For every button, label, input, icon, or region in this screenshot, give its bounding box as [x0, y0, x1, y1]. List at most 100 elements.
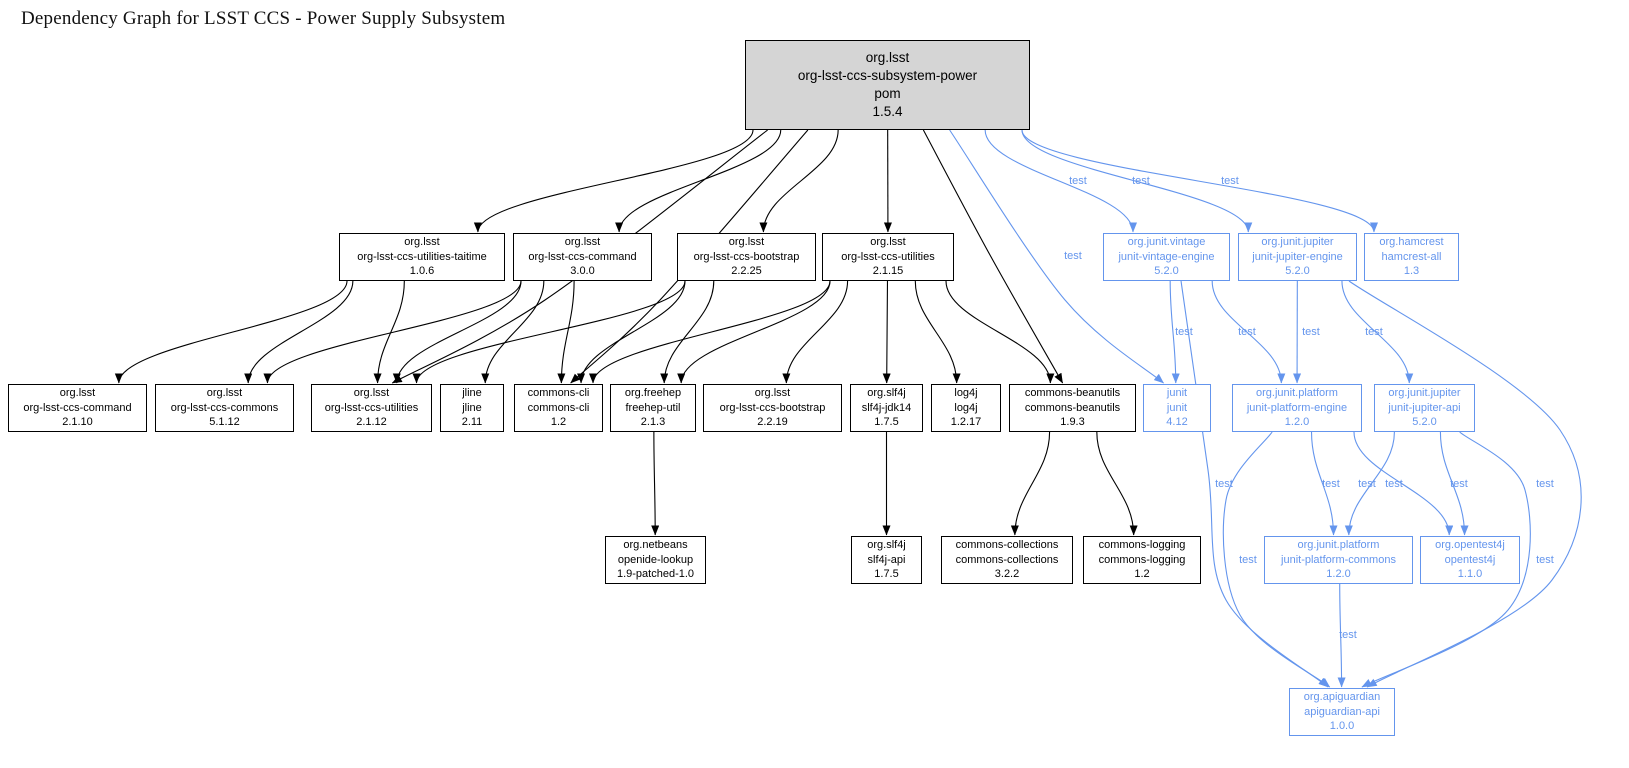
- node-label-line: slf4j-jdk14: [861, 401, 912, 414]
- node-label-line: 1.1.0: [1457, 568, 1483, 581]
- node-label-line: org.lsst: [206, 387, 243, 400]
- node-label-line: 2.1.12: [356, 416, 387, 429]
- dependency-edge-jupiter_api-to-opentest4j: [1439, 431, 1469, 536]
- node-label-line: 3.0.0: [570, 265, 595, 278]
- node-label-line: junit-vintage-engine: [1118, 250, 1215, 263]
- dependency-edge-platform_engine-to-opentest4j: [1353, 431, 1454, 536]
- edge-scope-label: test: [1238, 326, 1256, 338]
- node-label-line: org-lsst-ccs-utilities-taitime: [357, 250, 487, 263]
- dependency-edge-beanutils-to-logging: [1096, 431, 1138, 536]
- node-label-line: log4j: [954, 387, 978, 400]
- node-label-line: org.lsst: [353, 387, 390, 400]
- dependency-edge-root-to-utilities_2112: [391, 129, 768, 384]
- dependency-edge-bootstrap_2225-to-commons_cli: [577, 280, 686, 384]
- node-label-line: 3.2.2: [994, 568, 1020, 581]
- node-label-line: 1.2.0: [1284, 416, 1310, 429]
- node-label-line: junit-jupiter-api: [1388, 401, 1461, 414]
- node-label-line: openide-lookup: [617, 553, 694, 566]
- node-label-line: 4.12: [1166, 416, 1188, 429]
- dependency-edge-platform_engine-to-platform_commons: [1310, 431, 1338, 536]
- node-label-line: org.freehep: [624, 387, 682, 400]
- edge-scope-label: test: [1536, 478, 1554, 490]
- node-label-line: org-lsst-ccs-bootstrap: [693, 250, 800, 263]
- dependency-edge-utilities_2115-to-bootstrap_2219: [782, 280, 849, 384]
- dependency-edge-root-to-vintage: [984, 129, 1137, 233]
- edge-scope-label: test: [1175, 326, 1193, 338]
- dependency-edge-vintage-to-platform_engine: [1211, 280, 1286, 384]
- node-label-line: log4j: [954, 401, 978, 414]
- edge-scope-label: test: [1064, 250, 1082, 262]
- dependency-edge-taitime-to-utilities_2112: [373, 280, 405, 384]
- dependency-edge-root-to-bootstrap_2225: [759, 129, 839, 233]
- dependency-edge-utilities_2115-to-freehep: [677, 280, 831, 384]
- node-label-line: org.lsst: [59, 387, 96, 400]
- edge-scope-label: test: [1536, 554, 1554, 566]
- dependency-edge-jupiter_engine-to-apiguardian: [1348, 280, 1582, 688]
- dependency-edge-jupiter_api-to-platform_commons: [1344, 431, 1395, 536]
- node-label-line: 1.2: [1134, 568, 1150, 581]
- node-label-line: org.netbeans: [623, 539, 688, 552]
- node-label-line: 1.2: [550, 416, 567, 429]
- dependency-edge-bootstrap_2225-to-freehep: [660, 280, 715, 384]
- node-label-line: commons-logging: [1098, 553, 1186, 566]
- dependency-edge-root-to-taitime: [473, 129, 754, 233]
- node-label-line: org.junit.platform: [1297, 539, 1380, 552]
- dependency-edge-utilities_2115-to-commons_cli: [589, 280, 831, 384]
- node-label-line: 2.1.3: [640, 416, 666, 429]
- edge-scope-label: test: [1450, 478, 1468, 490]
- edge-scope-label: test: [1302, 326, 1320, 338]
- node-label-line: 5.2.0: [1412, 416, 1437, 429]
- node-label-line: org-lsst-ccs-utilities: [324, 401, 419, 414]
- diagram-title: Dependency Graph for LSST CCS - Power Su…: [21, 8, 506, 29]
- dependency-edge-beanutils-to-collections: [1010, 431, 1051, 536]
- dependency-edge-root-to-commons_cli: [570, 129, 809, 384]
- node-label-line: commons-collections: [955, 539, 1059, 552]
- dependency-edge-root-to-jupiter_engine: [1021, 129, 1253, 233]
- node-label-line: 5.2.0: [1285, 265, 1310, 278]
- node-label-line: 2.2.25: [731, 265, 762, 278]
- node-label-line: 1.9.3: [1060, 416, 1085, 429]
- node-label-line: org-lsst-ccs-bootstrap: [719, 401, 826, 414]
- node-label-line: 1.2.17: [950, 416, 982, 429]
- node-label-line: org.apiguardian: [1303, 691, 1381, 704]
- node-label-line: junit: [1166, 387, 1188, 400]
- dependency-edge-utilities_2115-to-slf4j_jdk14: [882, 280, 891, 384]
- node-label-line: org.hamcrest: [1379, 236, 1444, 249]
- node-label-line: 5.1.12: [209, 416, 240, 429]
- dependency-edge-vintage-to-junit: [1169, 280, 1180, 384]
- node-label-line: org.lsst: [564, 236, 601, 249]
- node-label-line: 1.2.0: [1326, 568, 1351, 581]
- dependency-edge-taitime-to-command_2110: [114, 280, 348, 384]
- node-label-line: org-lsst-ccs-command: [23, 401, 132, 414]
- dependency-edge-platform_engine-to-apiguardian: [1222, 431, 1331, 688]
- node-label-line: org-lsst-ccs-commons: [170, 401, 279, 414]
- node-label-line: jline: [462, 387, 482, 400]
- node-label-line: 2.11: [461, 416, 483, 429]
- node-label-line: junit-platform-commons: [1281, 553, 1396, 566]
- node-label-line: org-lsst-ccs-subsystem-power: [797, 67, 978, 83]
- node-label-line: 1.9-patched-1.0: [616, 568, 695, 581]
- node-label-line: apiguardian-api: [1304, 705, 1380, 718]
- dependency-edge-root-to-junit: [949, 129, 1164, 384]
- dependency-edge-root-to-command_300: [615, 129, 782, 233]
- node-label-line: hamcrest-all: [1381, 250, 1442, 263]
